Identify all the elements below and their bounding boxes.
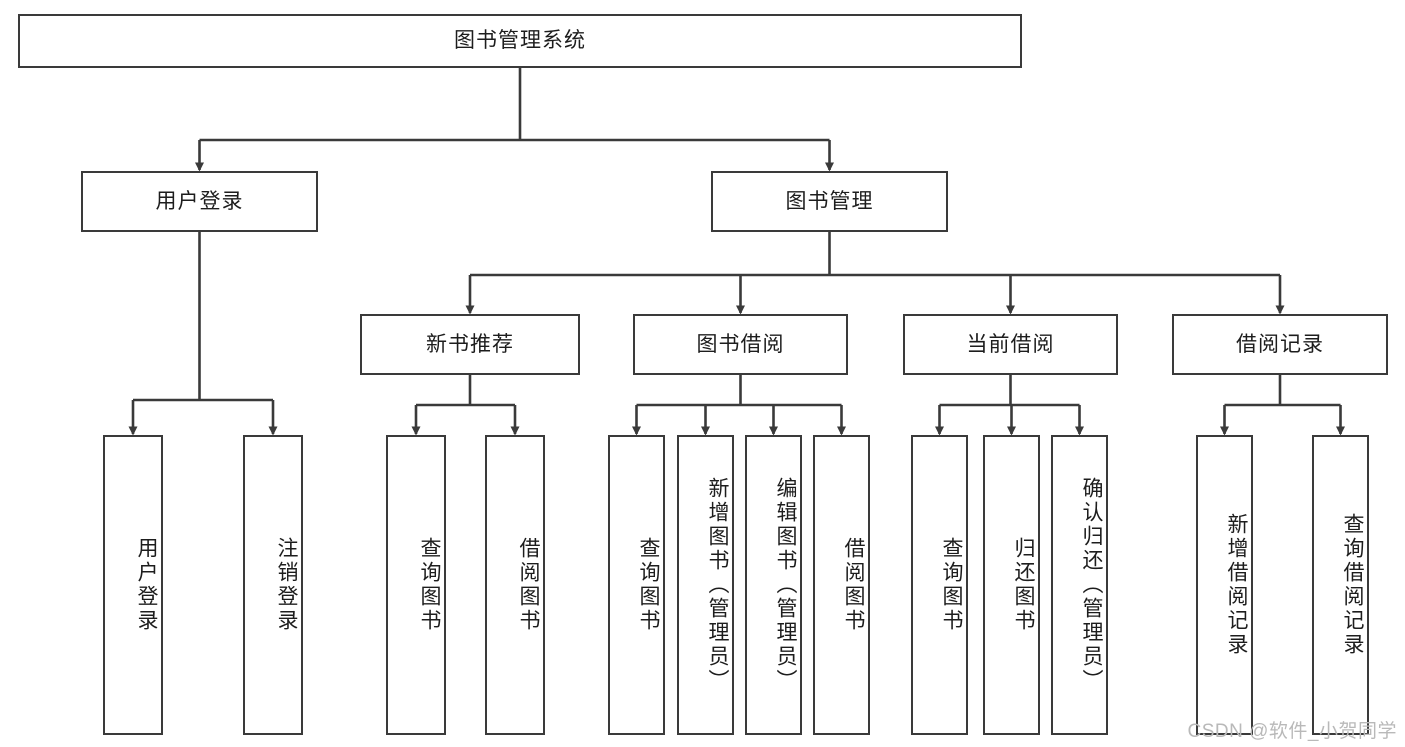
node-rc1[interactable]: 新增借阅记录 bbox=[1196, 435, 1253, 735]
node-label: 注销登录 bbox=[275, 537, 298, 633]
node-label: 查询借阅记录 bbox=[1341, 513, 1364, 657]
node-label: 图书管理 bbox=[785, 189, 874, 213]
node-label: 归还图书 bbox=[1012, 537, 1035, 633]
node-br1[interactable]: 查询图书 bbox=[608, 435, 665, 735]
node-label: 新增借阅记录 bbox=[1225, 513, 1248, 657]
node-rc2[interactable]: 查询借阅记录 bbox=[1312, 435, 1369, 735]
node-newbook[interactable]: 新书推荐 bbox=[360, 314, 580, 375]
node-nb2[interactable]: 借阅图书 bbox=[485, 435, 545, 735]
node-label: 新书推荐 bbox=[426, 332, 514, 356]
node-label: 图书管理系统 bbox=[454, 29, 586, 53]
node-login[interactable]: 用户登录 bbox=[81, 171, 318, 232]
watermark: CSDN @软件_小贺同学 bbox=[1187, 721, 1397, 742]
node-current[interactable]: 当前借阅 bbox=[903, 314, 1118, 375]
node-label: 借阅图书 bbox=[842, 537, 865, 633]
node-label: 查询图书 bbox=[418, 537, 441, 633]
node-label: 确认归还（管理员） bbox=[1080, 477, 1103, 693]
node-root[interactable]: 图书管理系统 bbox=[18, 14, 1022, 68]
node-label: 编辑图书（管理员） bbox=[774, 477, 797, 693]
node-bookmgmt[interactable]: 图书管理 bbox=[711, 171, 948, 232]
node-borrow[interactable]: 图书借阅 bbox=[633, 314, 848, 375]
node-cu1[interactable]: 查询图书 bbox=[911, 435, 968, 735]
node-nb1[interactable]: 查询图书 bbox=[386, 435, 446, 735]
node-label: 图书借阅 bbox=[696, 332, 785, 356]
node-cu2[interactable]: 归还图书 bbox=[983, 435, 1040, 735]
node-label: 当前借阅 bbox=[966, 332, 1055, 356]
node-label: 查询图书 bbox=[637, 537, 660, 633]
node-br2[interactable]: 新增图书（管理员） bbox=[677, 435, 734, 735]
node-label: 用户登录 bbox=[155, 189, 244, 213]
node-br3[interactable]: 编辑图书（管理员） bbox=[745, 435, 802, 735]
node-label: 借阅记录 bbox=[1236, 332, 1324, 356]
node-label: 借阅图书 bbox=[517, 537, 540, 633]
node-login2[interactable]: 注销登录 bbox=[243, 435, 303, 735]
node-cu3[interactable]: 确认归还（管理员） bbox=[1051, 435, 1108, 735]
node-login1[interactable]: 用户登录 bbox=[103, 435, 163, 735]
node-label: 用户登录 bbox=[135, 537, 158, 633]
node-br4[interactable]: 借阅图书 bbox=[813, 435, 870, 735]
node-label: 查询图书 bbox=[940, 537, 963, 633]
node-records[interactable]: 借阅记录 bbox=[1172, 314, 1388, 375]
node-label: 新增图书（管理员） bbox=[706, 477, 729, 693]
